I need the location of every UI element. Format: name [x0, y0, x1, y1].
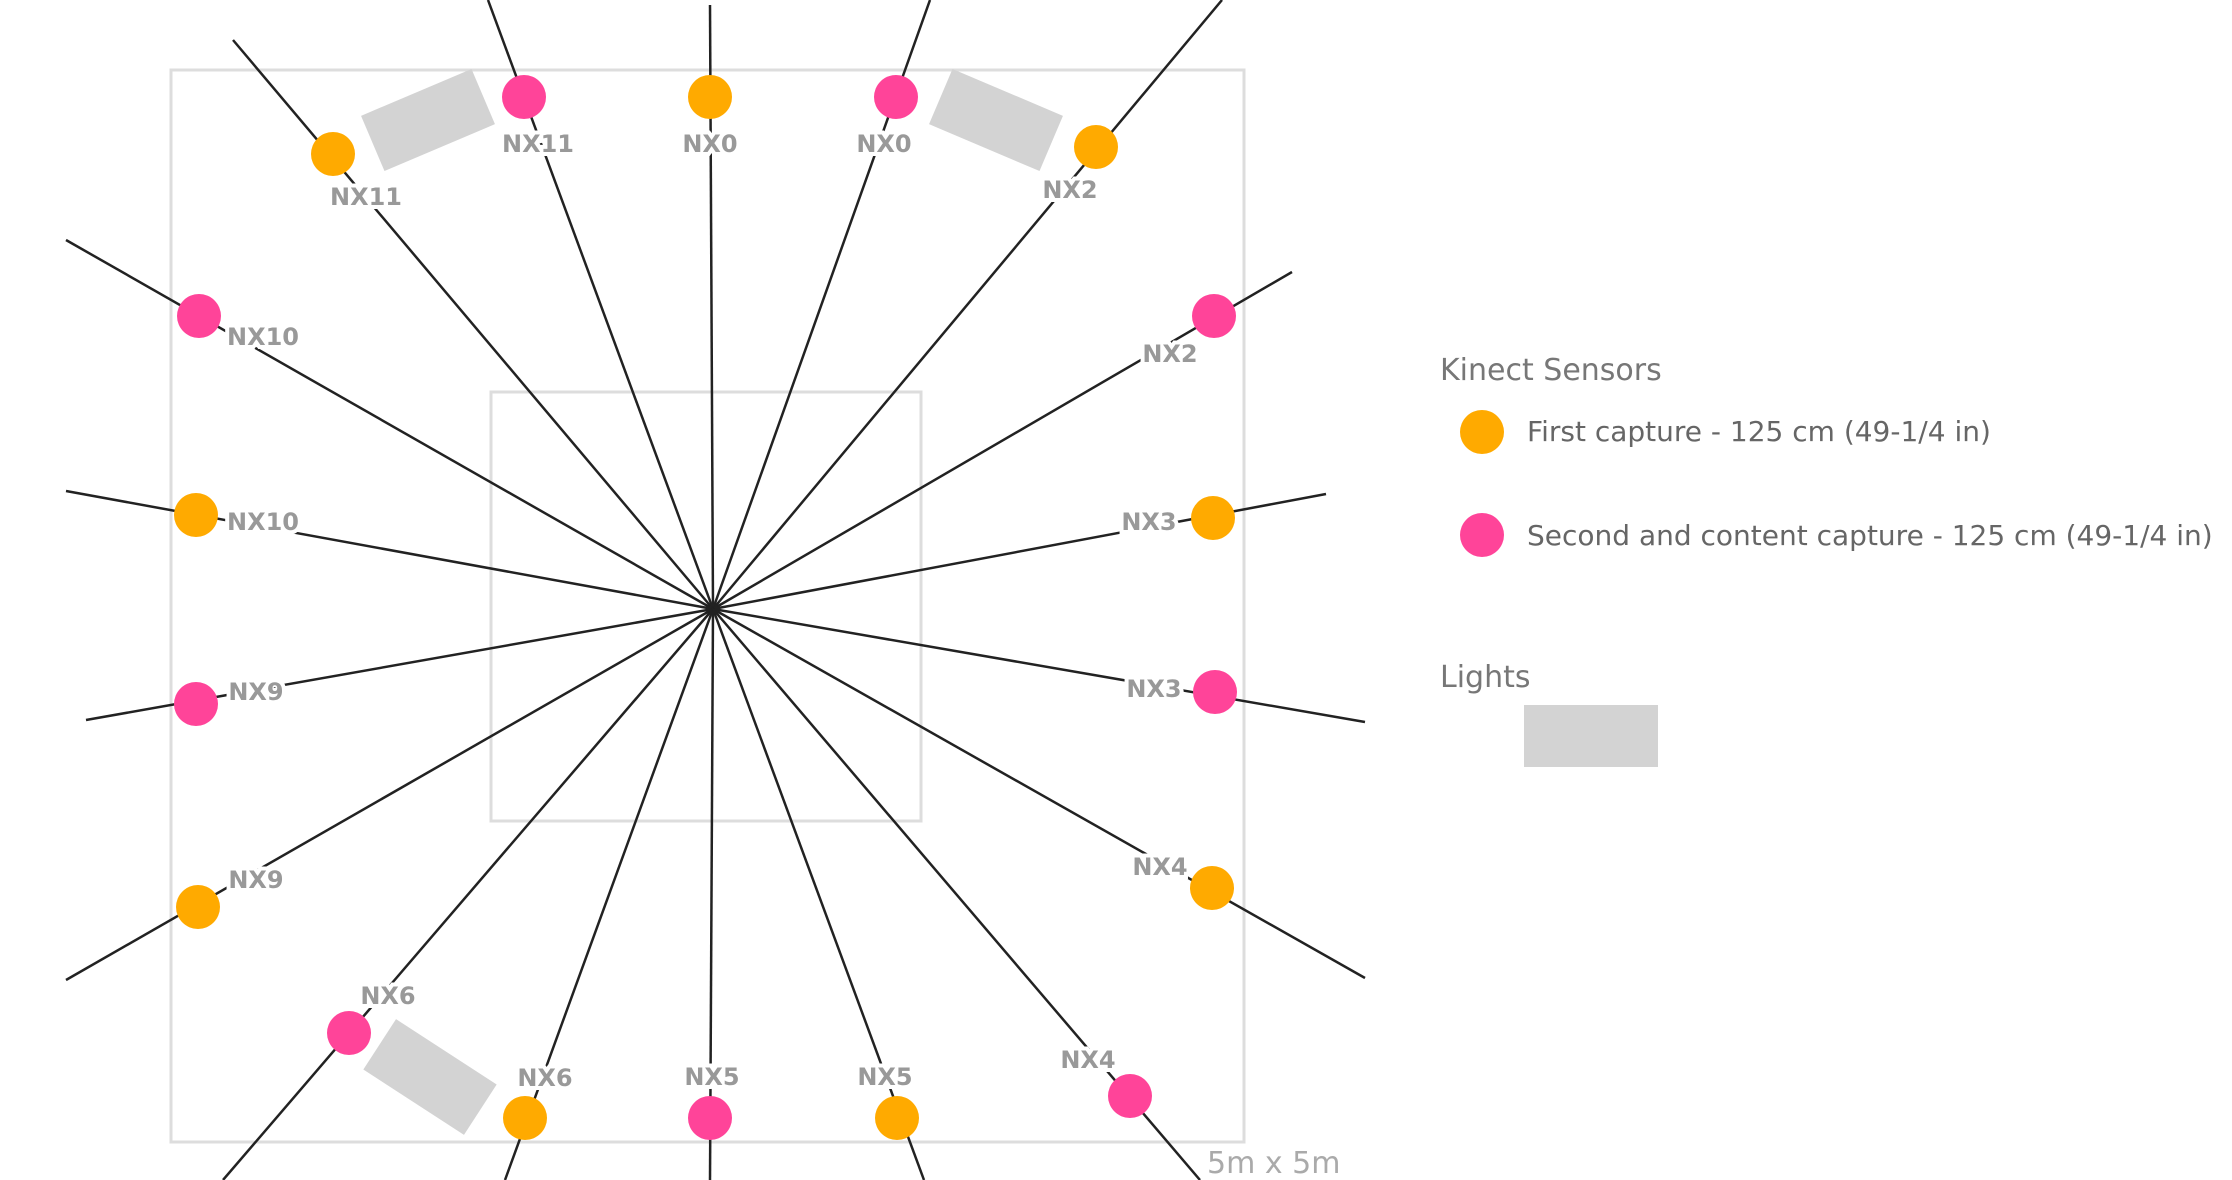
- sight-line-nx11-first: [232, 39, 714, 610]
- sensor-label-nx11-first: NX11: [330, 183, 402, 211]
- sensor-nx4-first: [1190, 866, 1234, 910]
- sight-line-nx10-second: [65, 238, 714, 611]
- sight-line-nx5-second: [708, 608, 715, 1180]
- sensor-nx11-first: [311, 132, 355, 176]
- sensor-label-nx5-second: NX5: [684, 1063, 739, 1091]
- sensor-nx10-first: [174, 493, 218, 537]
- sensor-nx4-second: [1108, 1074, 1152, 1118]
- sensor-label-nx4-second: NX4: [1060, 1046, 1115, 1074]
- sensor-nx5-second: [688, 1096, 732, 1140]
- sight-line-nx9-first: [65, 607, 714, 982]
- legend-sensors-heading: Kinect Sensors: [1440, 353, 1662, 388]
- sensor-label-nx6-second: NX6: [360, 982, 415, 1010]
- sight-line-nx5-first: [711, 608, 926, 1180]
- sensor-label-nx2-second: NX2: [1142, 340, 1197, 368]
- sensor-label-nx3-second: NX3: [1126, 675, 1181, 703]
- sensor-nx11-second: [502, 75, 546, 119]
- capture-area-frame: [489, 390, 923, 823]
- sensor-nx9-first: [176, 885, 220, 929]
- sight-line-nx3-first: [712, 492, 1327, 611]
- sensor-nx3-first: [1191, 496, 1235, 540]
- sensor-nx0-second: [874, 75, 918, 119]
- sensor-nx3-second: [1193, 670, 1237, 714]
- sight-line-nx10-first: [65, 489, 714, 611]
- light-bottom-left: [363, 1019, 497, 1135]
- sensor-nx5-first: [875, 1096, 919, 1140]
- legend-first-capture-swatch: [1460, 410, 1504, 454]
- sensor-label-nx9-second: NX9: [228, 678, 283, 706]
- sensor-label-nx2-first: NX2: [1042, 176, 1097, 204]
- sensor-nx10-second: [177, 294, 221, 338]
- sensor-label-nx3-first: NX3: [1121, 508, 1176, 536]
- sensor-label-nx5-first: NX5: [857, 1063, 912, 1091]
- sight-line-nx6-second: [222, 608, 714, 1180]
- sight-lines: [65, 0, 1366, 1180]
- light-top-left: [361, 68, 495, 172]
- legend: Kinect Sensors First capture - 125 cm (4…: [1440, 353, 2213, 767]
- sight-line-nx6-first: [503, 608, 715, 1180]
- sensor-label-nx0-second: NX0: [856, 130, 911, 158]
- sight-line-nx4-first: [712, 607, 1366, 980]
- sight-line-nx2-second: [712, 270, 1293, 611]
- sensor-label-nx4-first: NX4: [1132, 853, 1187, 881]
- sensor-nx0-first: [688, 75, 732, 119]
- legend-lights-heading: Lights: [1440, 660, 1531, 695]
- sensor-label-nx11-second: NX11: [502, 130, 574, 158]
- sensor-label-nx6-first: NX6: [517, 1064, 572, 1092]
- legend-second-capture-swatch: [1460, 513, 1504, 557]
- sensor-label-nx10-second: NX10: [227, 323, 299, 351]
- light-top-right: [929, 68, 1063, 172]
- sensor-label-nx9-first: NX9: [228, 866, 283, 894]
- sensor-nx6-second: [327, 1011, 371, 1055]
- stage-size-label: 5m x 5m: [1207, 1146, 1340, 1180]
- legend-second-capture-label: Second and content capture - 125 cm (49-…: [1527, 519, 2213, 552]
- sensor-nx2-second: [1192, 294, 1236, 338]
- legend-first-capture-label: First capture - 125 cm (49-1/4 in): [1527, 415, 1991, 448]
- sensor-nx2-first: [1074, 125, 1118, 169]
- sensor-nx6-first: [503, 1096, 547, 1140]
- sensor-nx9-second: [174, 682, 218, 726]
- sensor-label-nx10-first: NX10: [227, 508, 299, 536]
- sight-line-nx3-second: [712, 607, 1366, 724]
- stage-outer-frame: [169, 68, 1246, 1144]
- sensor-label-nx0-first: NX0: [682, 130, 737, 158]
- lights-group: [361, 68, 1063, 1135]
- sight-line-nx2-first: [712, 0, 1223, 610]
- legend-light-swatch: [1524, 705, 1658, 767]
